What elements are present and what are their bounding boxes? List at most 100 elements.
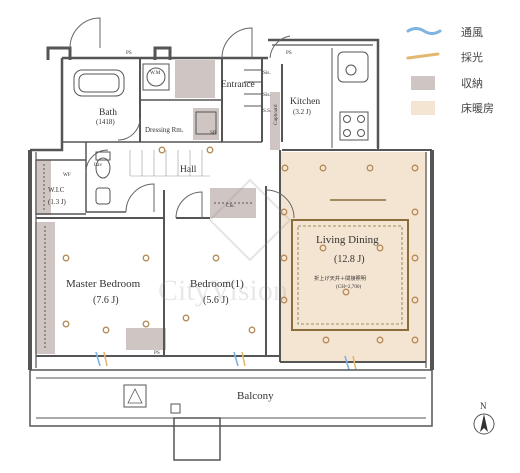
wic-name: W.I.C [48, 186, 65, 194]
ventilation-mark-3 [344, 355, 350, 371]
balcony-hatch [123, 384, 147, 408]
daylight-mark-3 [352, 355, 357, 371]
room-labels: Bath (1418) Dressing Rm. Entrance Kitche… [48, 80, 379, 402]
toilet-icon [95, 151, 111, 161]
ventilation-mark-2 [233, 351, 239, 367]
door-bath [117, 117, 141, 141]
living-ceiling-outline [291, 199, 409, 331]
watermark-logo-icon [208, 178, 292, 262]
door-top-left [69, 17, 101, 49]
door-bedroom1 [175, 191, 203, 219]
watermark: CityVision [158, 178, 292, 307]
outer-wall-top-right [268, 38, 380, 148]
wic-size: (1.3 J) [48, 198, 67, 206]
bath-name: Bath [99, 108, 117, 118]
bedroom1-size: (5.6 J) [203, 295, 229, 306]
kitchen-size: (3.2 J) [293, 108, 312, 116]
small-labels: PS PS PS W.M Sis. Sis. S.S. WF SB [63, 50, 292, 356]
daylight-mark-2 [241, 351, 246, 367]
legend-item-daylight: 採光 [406, 50, 483, 64]
storage-entrance [270, 92, 280, 150]
wall-upper-left [30, 58, 64, 152]
wf-label: WF [63, 172, 71, 178]
legend-label-storage: 収納 [461, 77, 483, 90]
vanity-icon [195, 111, 217, 135]
balcony [29, 369, 433, 461]
lav-sink-icon [95, 187, 111, 205]
walls [28, 38, 434, 370]
ps-label-top: PS [126, 50, 132, 56]
cooktop-icon [339, 111, 369, 141]
bathtub-icon [73, 69, 125, 97]
door-entrance [221, 27, 253, 59]
kitchen-name: Kitchen [290, 97, 320, 107]
door-master [125, 183, 155, 213]
legend-item-ventilation: 通風 [406, 26, 483, 39]
ps-label-kitchen: PS [286, 50, 292, 56]
shoe-storage-label-2: Sis. [263, 92, 271, 98]
wall-kitchen-bottom [282, 148, 432, 151]
watermark-text: CityVision [158, 274, 288, 307]
balcony-outlet [170, 403, 181, 414]
ventilation-mark-1 [95, 351, 101, 367]
legend-label-floor-heating: 床暖房 [461, 101, 494, 115]
door-living [265, 189, 295, 219]
doors [69, 17, 295, 219]
storage-lower-ps [126, 328, 166, 350]
wall-lav [85, 142, 126, 213]
daylight-mark-1 [103, 351, 108, 367]
compass-label: N [480, 401, 487, 411]
bath-size: (1418) [96, 118, 115, 126]
ps-label-bottom: PS [154, 350, 160, 356]
storage-wic [35, 160, 51, 215]
floor-heating-swatch-icon [411, 101, 435, 115]
balcony-outline [29, 369, 433, 427]
storage-top [175, 60, 215, 98]
master-bedroom-name: Master Bedroom [66, 278, 141, 290]
lav-label: Lav [94, 162, 102, 168]
shoe-storage-label-1: Sis. [263, 70, 271, 76]
airflow-markers [95, 351, 357, 371]
storage-clo [210, 188, 256, 218]
master-bedroom-size: (7.6 J) [93, 295, 119, 306]
balcony-box [173, 417, 221, 461]
outer-wall-top [46, 46, 172, 60]
bedroom1-name: Bedroom(1) [190, 278, 244, 290]
legend-item-floor-heating: 床暖房 [411, 101, 494, 115]
dressing-room-label: Dressing Rm. [145, 126, 184, 134]
storage-areas [35, 60, 280, 354]
washing-machine-icon [142, 63, 170, 91]
compass: N [473, 401, 495, 435]
living-ceiling-note: 折上げ天井＋間接照明 [314, 274, 366, 282]
storage-swatch-icon [411, 76, 435, 90]
door-lav [85, 149, 109, 173]
washing-machine-label: W.M [150, 70, 161, 76]
daylight-swatch-icon [406, 52, 440, 60]
legend-item-storage: 収納 [411, 76, 483, 90]
floor-heating-area [280, 152, 427, 362]
door-kitchen-top [269, 35, 291, 59]
shoe-storage-label-3: S.S. [263, 108, 271, 114]
living-ceiling-height: (CH=2,700) [336, 283, 362, 290]
hall-label: Hall [180, 165, 197, 175]
compass-needle-icon [480, 414, 488, 432]
hall-tiles [129, 150, 210, 177]
sb-label: SB [210, 130, 217, 136]
storage-dressing [193, 108, 219, 140]
living-dining-size: (12.8 J) [334, 254, 365, 265]
closet-label: Clo. [226, 203, 235, 209]
legend: 通風 採光 収納 床暖房 [406, 26, 494, 115]
light-markers [62, 146, 419, 344]
cupboard-label: Cupboard [273, 104, 279, 125]
living-dining-name: Living Dining [316, 234, 379, 246]
legend-label-ventilation: 通風 [461, 26, 483, 39]
ventilation-swatch-icon [406, 27, 442, 35]
shoe-cabinet-lines [244, 69, 262, 107]
fixtures [43, 48, 369, 350]
legend-label-daylight: 採光 [461, 50, 483, 64]
kitchen-sink-icon [337, 51, 369, 83]
entrance-label: Entrance [221, 80, 255, 90]
wall-wic [36, 159, 86, 215]
